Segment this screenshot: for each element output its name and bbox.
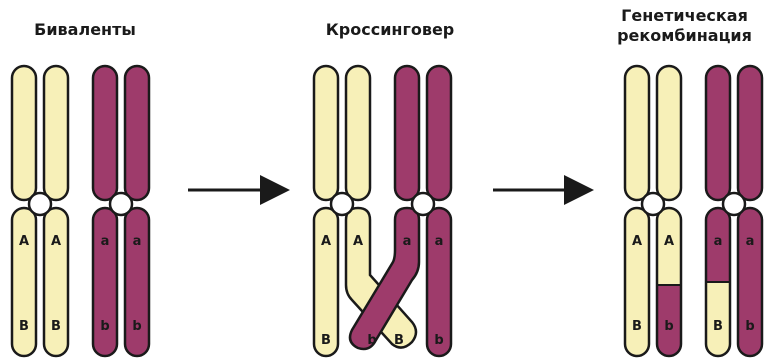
allele-label: B — [713, 319, 723, 334]
allele-label: a — [133, 234, 142, 249]
centromere — [29, 193, 51, 215]
allele-label: a — [403, 234, 412, 249]
dark-chromatid-upper-left — [93, 66, 117, 200]
allele-label: b — [434, 333, 443, 348]
light-chromatid-upper-right — [44, 66, 68, 200]
allele-label: A — [321, 234, 331, 249]
allele-label: b — [132, 319, 141, 334]
allele-label: B — [321, 333, 331, 348]
allele-label: a — [714, 234, 723, 249]
allele-label: A — [19, 234, 29, 249]
allele-label: a — [746, 234, 755, 249]
centromere — [110, 193, 132, 215]
allele-label: b — [745, 319, 754, 334]
allele-label: B — [51, 319, 61, 334]
allele-label: B — [632, 319, 642, 334]
light-chromosome — [12, 66, 68, 356]
allele-label: A — [51, 234, 61, 249]
centromere — [642, 193, 664, 215]
dark-chromatid-upper-left — [706, 66, 730, 200]
light-chromatid-upper-left — [314, 66, 338, 200]
allele-label: b — [367, 333, 376, 348]
dark-chromatid-upper-right — [427, 66, 451, 200]
allele-label: b — [100, 319, 109, 334]
allele-label: a — [435, 234, 444, 249]
allele-label: B — [394, 333, 404, 348]
allele-label: A — [632, 234, 642, 249]
allele-label: a — [101, 234, 110, 249]
dark-chromosome — [93, 66, 149, 356]
dark-chromatid-upper-right — [738, 66, 762, 200]
allele-label: b — [664, 319, 673, 334]
light-chromatid-upper-right — [657, 66, 681, 200]
light-chromatid-upper-left — [625, 66, 649, 200]
dark-chromatid-upper-left — [395, 66, 419, 200]
recombination-panel: A A a a B b B b — [625, 66, 762, 356]
allele-label: A — [664, 234, 674, 249]
dark-chromatid-upper-right — [125, 66, 149, 200]
centromere — [723, 193, 745, 215]
allele-label: B — [19, 319, 29, 334]
centromere — [412, 193, 434, 215]
bivalent-panel: A A a a B B b b — [12, 66, 149, 356]
centromere — [331, 193, 353, 215]
allele-label: A — [353, 234, 363, 249]
crossover-panel: A A a a B b B b — [314, 66, 451, 356]
light-chromatid-upper-left — [12, 66, 36, 200]
light-chromatid-upper-right — [346, 66, 370, 200]
